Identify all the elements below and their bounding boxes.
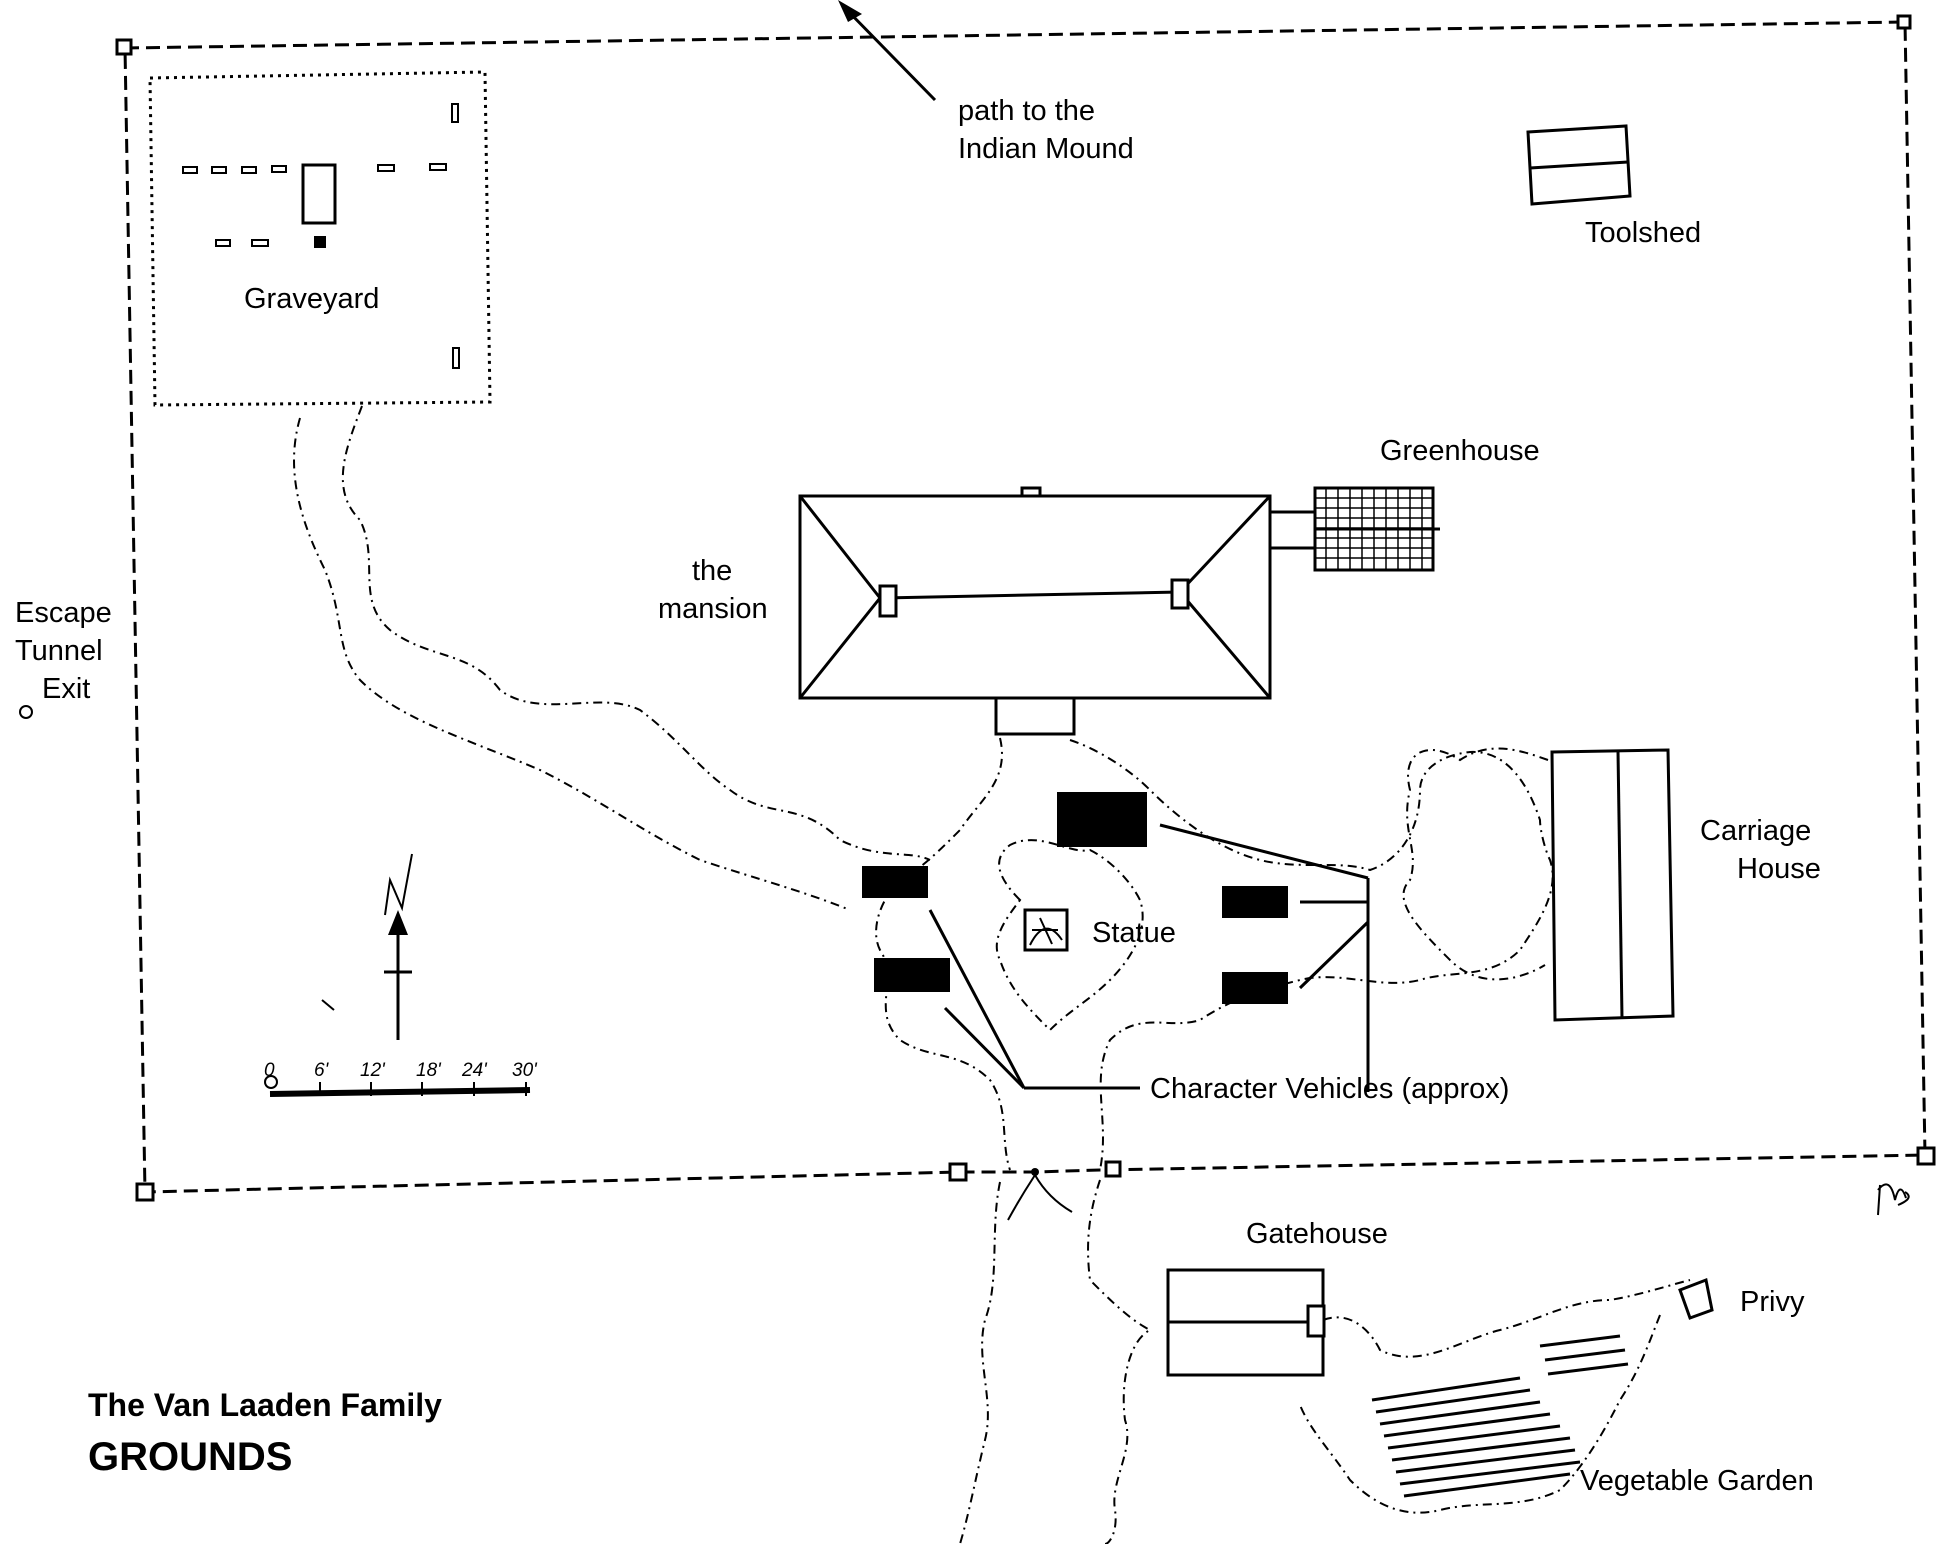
graveyard — [148, 70, 492, 407]
graveyard-path-left — [293, 417, 851, 911]
graveyard-path-right — [341, 405, 931, 861]
gate-swing-right — [1034, 1174, 1073, 1213]
mound-path-arrow — [838, 0, 937, 102]
greenhouse-label: Greenhouse — [1380, 435, 1540, 467]
garden-label: Vegetable Garden — [1580, 1465, 1814, 1497]
carriage-label-line2: House — [1737, 853, 1821, 885]
carriage-house — [1550, 748, 1675, 1022]
carriage-house-lawn — [1402, 747, 1549, 981]
privy-label: Privy — [1740, 1286, 1805, 1318]
gatehouse — [1166, 1268, 1326, 1377]
escape-label-line3: Exit — [42, 673, 90, 705]
scale-bar — [264, 1075, 531, 1097]
scale-tick-0: 0 — [264, 1060, 275, 1081]
garden-outline — [1299, 1279, 1691, 1514]
scale-tick-18: 18' — [416, 1060, 442, 1081]
front-porch — [994, 696, 1076, 736]
map-title-line1: The Van Laaden Family — [88, 1387, 442, 1423]
vehicle-2 — [862, 866, 928, 898]
path-label-line2: Indian Mound — [958, 133, 1134, 165]
property-boundary — [115, 14, 1936, 1221]
gatehouse-door — [1306, 1304, 1326, 1338]
gate-hinge — [1031, 1168, 1039, 1176]
gate-swing-left — [1007, 1174, 1036, 1221]
scale-tick-6: 6' — [314, 1060, 330, 1081]
mansion-label-line2: mansion — [658, 593, 768, 625]
mansion-label-line1: the — [692, 555, 732, 587]
north-letter — [384, 853, 413, 916]
artist-signature — [1877, 1183, 1910, 1216]
gravestones — [182, 103, 460, 369]
corner-post-sw — [135, 1182, 155, 1202]
vehicle-4 — [1222, 886, 1288, 918]
character-vehicles — [862, 792, 1370, 1092]
graveyard-label: Graveyard — [244, 283, 379, 315]
privy — [1678, 1277, 1714, 1320]
vehicle-3 — [874, 958, 950, 992]
statue — [1023, 908, 1069, 952]
chimney-east — [1170, 578, 1190, 610]
courtyard-outline — [875, 737, 1554, 1171]
scale-tick-30: 30' — [512, 1060, 538, 1081]
toolshed-label: Toolshed — [1585, 217, 1701, 249]
gatehouse-label: Gatehouse — [1246, 1218, 1388, 1250]
corner-post-ne — [1896, 14, 1912, 30]
rear-step — [1020, 486, 1042, 498]
statue-lawn — [995, 839, 1144, 1032]
vehicle-1 — [1057, 792, 1147, 847]
greenhouse — [1313, 486, 1440, 572]
vehicle-5 — [1222, 972, 1288, 1004]
corner-post-se — [1916, 1146, 1936, 1166]
road-east-edge — [1087, 1179, 1153, 1544]
path-label-line1: path to the — [958, 95, 1095, 127]
vegetable-garden — [1371, 1334, 1629, 1498]
carriage-label-line1: Carriage — [1700, 815, 1811, 847]
corner-post-nw — [115, 38, 133, 56]
map-title-line2: GROUNDS — [88, 1435, 292, 1479]
scale-tick-24: 24' — [461, 1060, 488, 1081]
escape-label-line2: Tunnel — [15, 635, 103, 667]
gate-post-right — [1104, 1160, 1122, 1178]
scale-tick-12: 12' — [360, 1060, 386, 1081]
vehicles-label: Character Vehicles (approx) — [1150, 1073, 1509, 1105]
escape-tunnel-exit-marker — [19, 705, 33, 719]
escape-label-line1: Escape — [15, 597, 112, 629]
gate-post-left — [948, 1162, 968, 1182]
road-west-edge — [959, 1181, 1001, 1544]
mausoleum — [301, 163, 337, 225]
chimney-west — [878, 584, 898, 618]
toolshed — [1526, 124, 1632, 206]
mansion — [798, 486, 1315, 736]
north-arrow — [321, 853, 413, 1040]
statue-label: Statue — [1092, 917, 1176, 949]
